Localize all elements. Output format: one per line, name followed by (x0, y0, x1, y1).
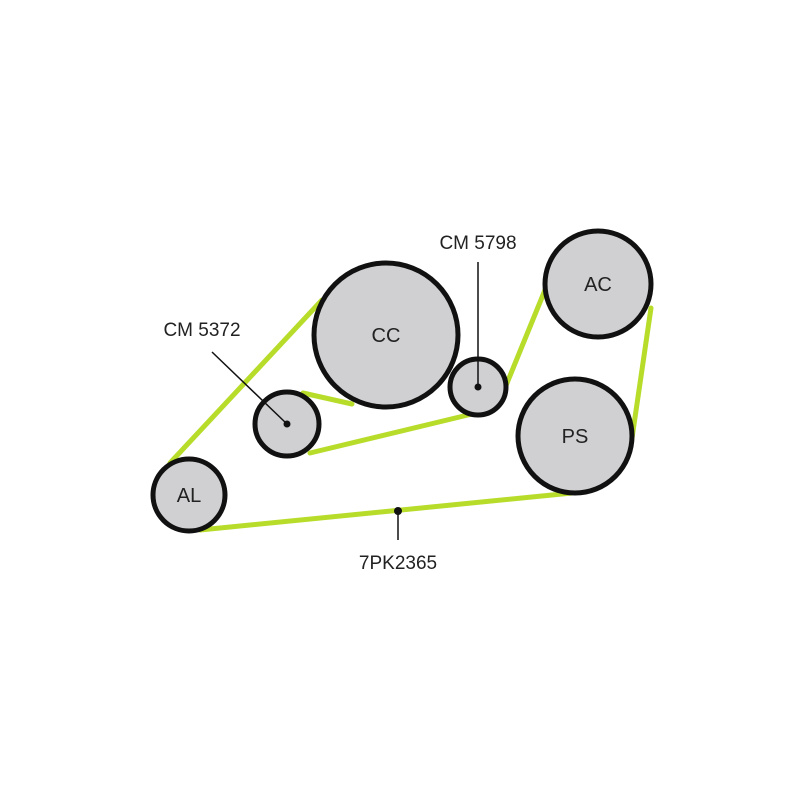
belt-segment-ps-al (197, 490, 575, 533)
callout-cm5798: CM 5798 (439, 233, 516, 254)
pulley-al (150, 456, 228, 534)
hub-dot-idler-left (283, 420, 291, 428)
belt-segment-idler-right-ac (502, 287, 548, 391)
pulley-label-ps: PS (562, 426, 589, 448)
pulley-label-cc: CC (372, 325, 401, 347)
belt-segment-ac-ps (628, 305, 654, 448)
belt-segment-idler-left-idler-right (307, 411, 475, 456)
callout-cm5372: CM 5372 (163, 320, 240, 341)
hub-dot-idler-right (474, 383, 482, 391)
belt-segment-al-cc (167, 297, 325, 466)
callout-belt-7pk2365: 7PK2365 (359, 553, 437, 574)
belt-segment-cc-idler-left (300, 390, 355, 407)
pulley-label-al: AL (177, 485, 201, 507)
belt (167, 287, 654, 533)
pulley-label-ac: AC (584, 274, 612, 296)
belt-marker-dot (394, 507, 402, 515)
pulley-ps (515, 376, 635, 496)
pulley-ac (542, 228, 654, 340)
pulley-cc (311, 260, 461, 410)
leader-lines (211, 262, 479, 540)
leader-idler-left (211, 351, 288, 425)
